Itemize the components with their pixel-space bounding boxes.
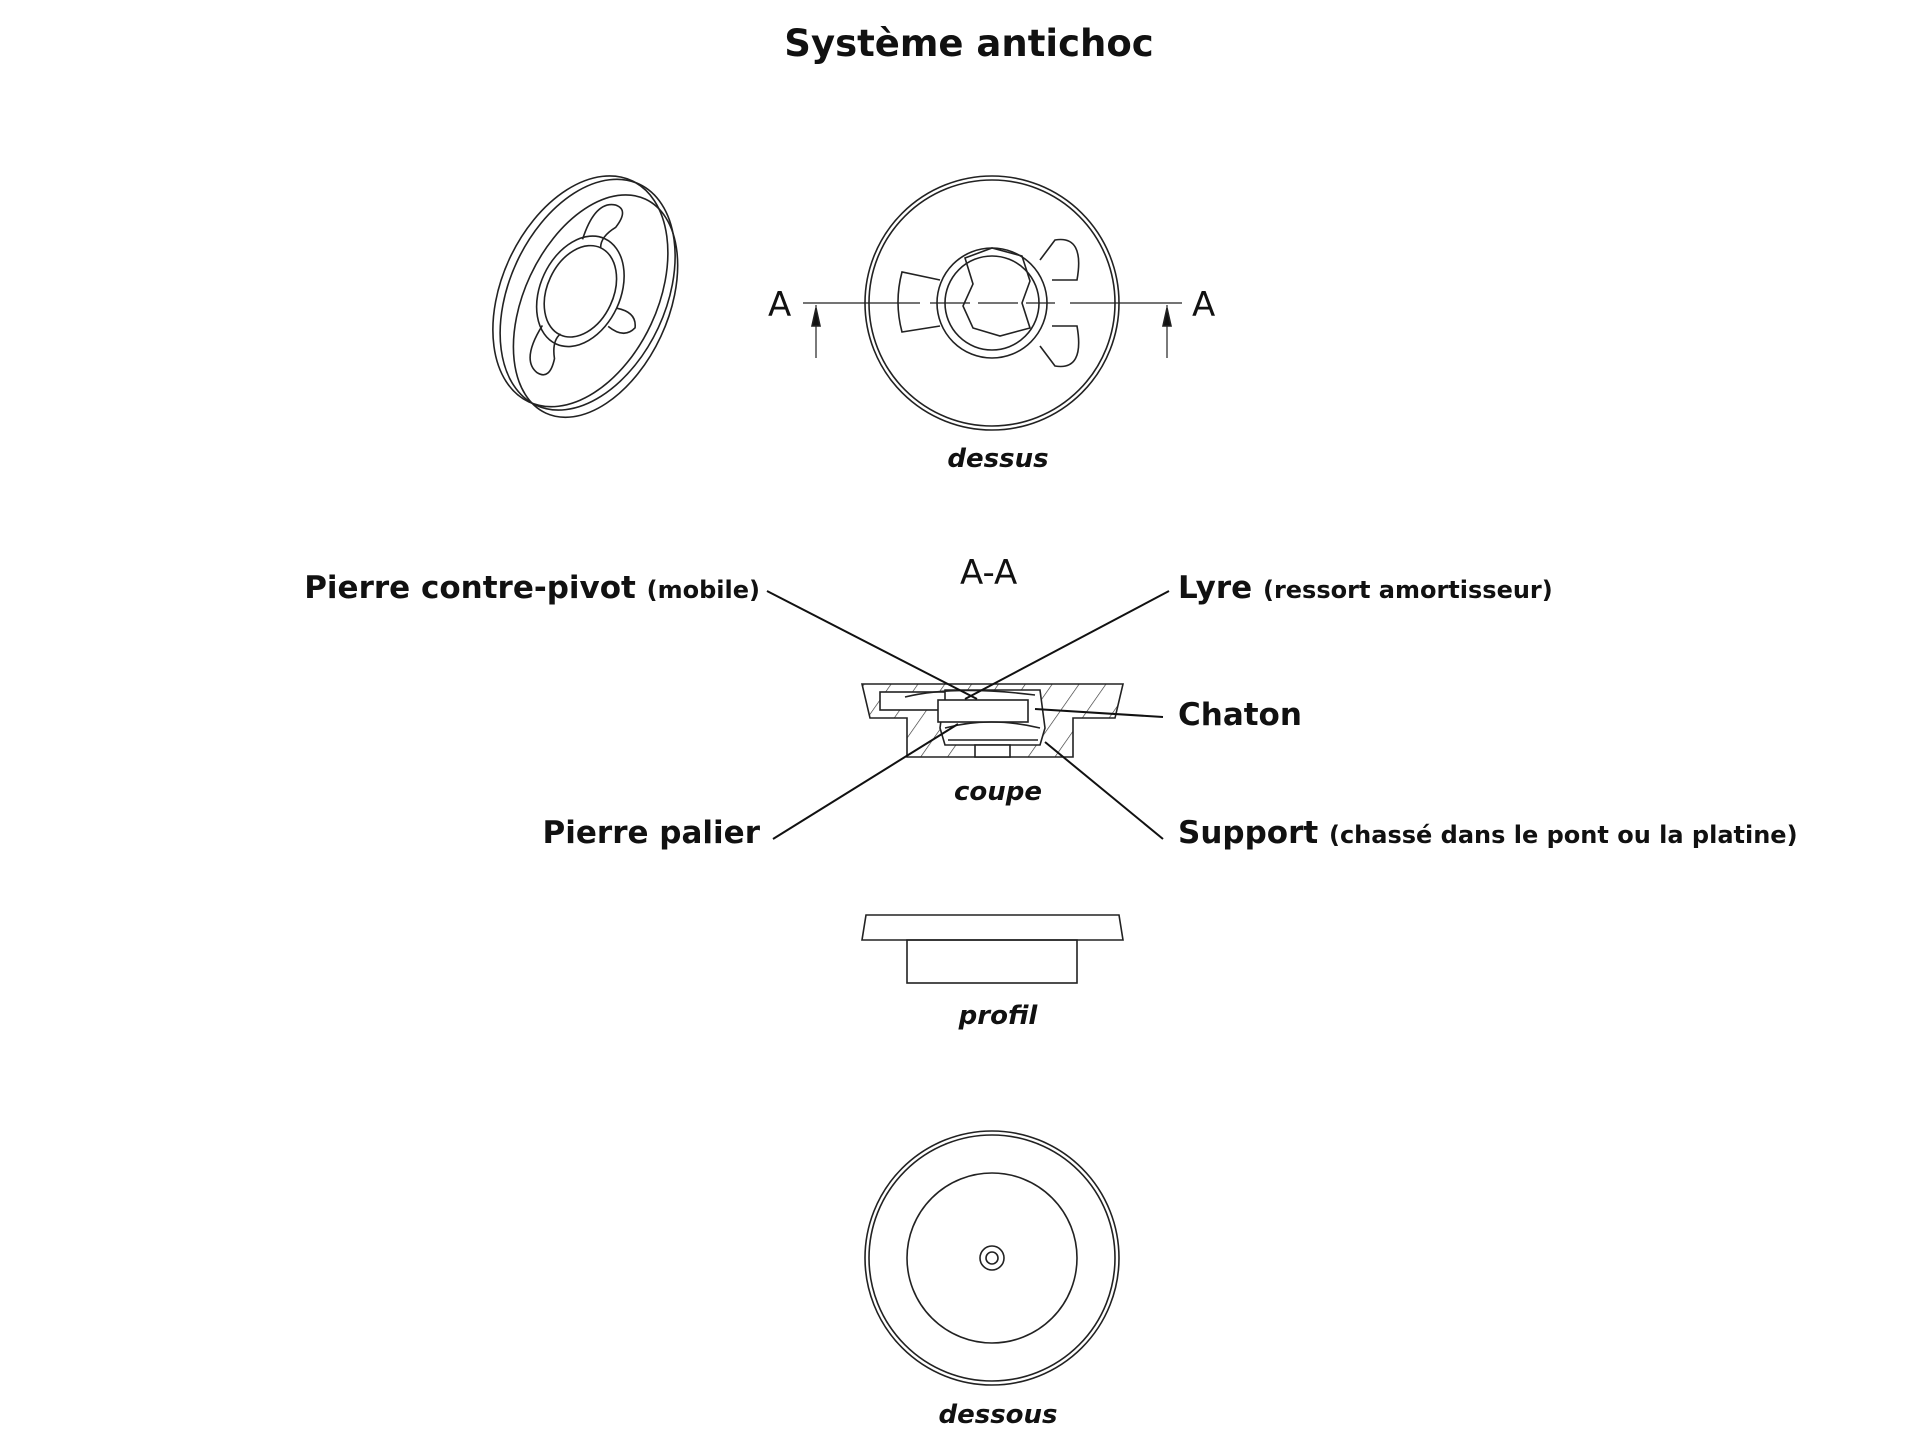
leader-lines bbox=[766, 590, 1170, 840]
diagram-title: Système antichoc bbox=[784, 22, 1154, 65]
label-pierre-contre-pivot: Pierre contre-pivot (mobile) bbox=[304, 570, 760, 606]
bottom-view bbox=[864, 1130, 1120, 1386]
section-title: A-A bbox=[960, 553, 1018, 593]
label-chaton: Chaton bbox=[1178, 697, 1302, 733]
caption-top-view: dessus bbox=[947, 444, 1049, 474]
label-main: Lyre bbox=[1178, 570, 1253, 606]
label-support: Support (chassé dans le pont ou la plati… bbox=[1178, 815, 1798, 851]
caption-section-view: coupe bbox=[953, 777, 1043, 807]
label-main: Chaton bbox=[1178, 697, 1302, 733]
top-view bbox=[803, 175, 1182, 431]
caption-bottom-view: dessous bbox=[938, 1400, 1058, 1430]
label-pierre-palier: Pierre palier bbox=[543, 815, 760, 851]
label-note: (ressort amortisseur) bbox=[1262, 576, 1553, 604]
profile-view bbox=[861, 914, 1124, 984]
isometric-view bbox=[492, 175, 679, 419]
section-view bbox=[860, 683, 1125, 758]
section-marker-right: A bbox=[1192, 285, 1216, 325]
label-note: (chassé dans le pont ou la platine) bbox=[1328, 821, 1798, 849]
label-lyre: Lyre (ressort amortisseur) bbox=[1178, 570, 1553, 606]
label-note: (mobile) bbox=[646, 576, 760, 604]
label-main: Pierre palier bbox=[542, 815, 760, 851]
label-main: Support bbox=[1178, 815, 1319, 851]
label-main: Pierre contre-pivot bbox=[304, 570, 636, 606]
section-marker-left: A bbox=[768, 285, 792, 325]
caption-profile-view: profil bbox=[958, 1001, 1038, 1031]
